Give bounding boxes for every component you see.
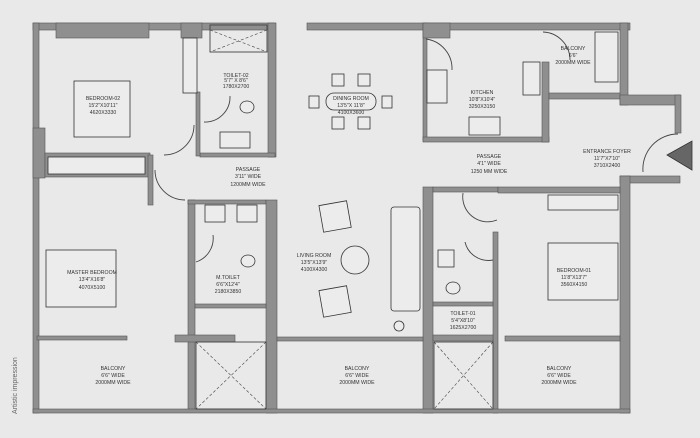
svg-text:11'8"X13'7": 11'8"X13'7" — [561, 275, 587, 281]
svg-text:1200MM WIDE: 1200MM WIDE — [230, 182, 266, 188]
svg-text:11'7"X7'10": 11'7"X7'10" — [594, 156, 620, 162]
svg-text:4620X3330: 4620X3330 — [90, 110, 117, 116]
svg-text:1250 MM WIDE: 1250 MM WIDE — [471, 169, 508, 175]
svg-text:PASSAGE: PASSAGE — [236, 167, 261, 173]
svg-text:3710X2400: 3710X2400 — [594, 163, 621, 169]
svg-text:6'6": 6'6" — [569, 53, 578, 59]
dining-table — [325, 92, 377, 111]
svg-text:10'8"X10'4": 10'8"X10'4" — [469, 97, 496, 103]
svg-text:2000MM WIDE: 2000MM WIDE — [541, 380, 577, 386]
svg-text:3560X4150: 3560X4150 — [561, 282, 588, 288]
svg-text:1625X2700: 1625X2700 — [450, 325, 477, 331]
svg-text:4070X5100: 4070X5100 — [79, 285, 106, 291]
svg-text:2000MM WIDE: 2000MM WIDE — [339, 380, 375, 386]
svg-text:2000MM WIDE: 2000MM WIDE — [555, 60, 591, 66]
svg-text:4100X3600: 4100X3600 — [338, 110, 365, 116]
svg-text:M.TOILET: M.TOILET — [216, 275, 241, 281]
bed-bedroom01 — [547, 242, 619, 301]
furniture — [45, 31, 619, 332]
svg-text:6'6" WIDE: 6'6" WIDE — [101, 373, 125, 379]
entrance-arrow-icon — [666, 140, 693, 171]
svg-text:6'6"X12'4": 6'6"X12'4" — [216, 282, 240, 288]
svg-text:2000MM WIDE: 2000MM WIDE — [95, 380, 131, 386]
label-toilet01: TOILET-015'4"X8'10"1625X2700 — [450, 311, 477, 331]
svg-text:6'6" WIDE: 6'6" WIDE — [547, 373, 571, 379]
artistic-impression-note: Artistic impression — [12, 357, 19, 414]
svg-text:BALCONY: BALCONY — [345, 366, 370, 372]
svg-text:5'7" X 8'6": 5'7" X 8'6" — [224, 78, 248, 84]
svg-text:1780X2700: 1780X2700 — [223, 84, 250, 90]
master-bed — [45, 249, 117, 308]
svg-text:13'5"X13'9": 13'5"X13'9" — [301, 260, 328, 266]
svg-text:MASTER BEDROOM: MASTER BEDROOM — [67, 270, 117, 276]
svg-text:4'1" WIDE: 4'1" WIDE — [477, 161, 501, 167]
svg-text:LIVING ROOM: LIVING ROOM — [297, 253, 332, 259]
svg-text:13'5"X 11'8": 13'5"X 11'8" — [337, 103, 365, 109]
svg-text:3'11" WIDE: 3'11" WIDE — [235, 174, 262, 180]
svg-text:ENTRANCE FOYER: ENTRANCE FOYER — [583, 149, 631, 155]
svg-text:BEDROOM-02: BEDROOM-02 — [86, 96, 120, 102]
sofa — [390, 206, 421, 312]
svg-text:TOILET-02: TOILET-02 — [223, 73, 248, 79]
svg-text:PASSAGE: PASSAGE — [477, 154, 502, 160]
bed-bedroom02 — [73, 80, 131, 138]
doors — [154, 31, 679, 263]
svg-text:BALCONY: BALCONY — [547, 366, 572, 372]
svg-text:BEDROOM-01: BEDROOM-01 — [557, 268, 591, 274]
svg-text:DINING ROOM: DINING ROOM — [333, 96, 369, 102]
svg-text:6'6" WIDE: 6'6" WIDE — [345, 373, 369, 379]
shafts — [195, 24, 494, 410]
label-toilet02: TOILET-025'7" X 8'6"1780X2700 — [223, 73, 250, 90]
coffee-table — [340, 245, 370, 275]
svg-text:5'4"X8'10": 5'4"X8'10" — [451, 318, 475, 324]
svg-text:2180X3850: 2180X3850 — [215, 289, 242, 295]
svg-text:13'4"X16'8": 13'4"X16'8" — [79, 277, 106, 283]
stove — [468, 116, 501, 136]
svg-text:3250X3150: 3250X3150 — [469, 104, 496, 110]
svg-text:BALCONY: BALCONY — [561, 46, 586, 52]
svg-text:15'2"X10'11": 15'2"X10'11" — [89, 103, 118, 109]
svg-text:TOILET-01: TOILET-01 — [450, 311, 475, 317]
svg-text:BALCONY: BALCONY — [101, 366, 126, 372]
svg-text:4100X4300: 4100X4300 — [301, 267, 328, 273]
svg-text:KITCHEN: KITCHEN — [471, 90, 494, 96]
